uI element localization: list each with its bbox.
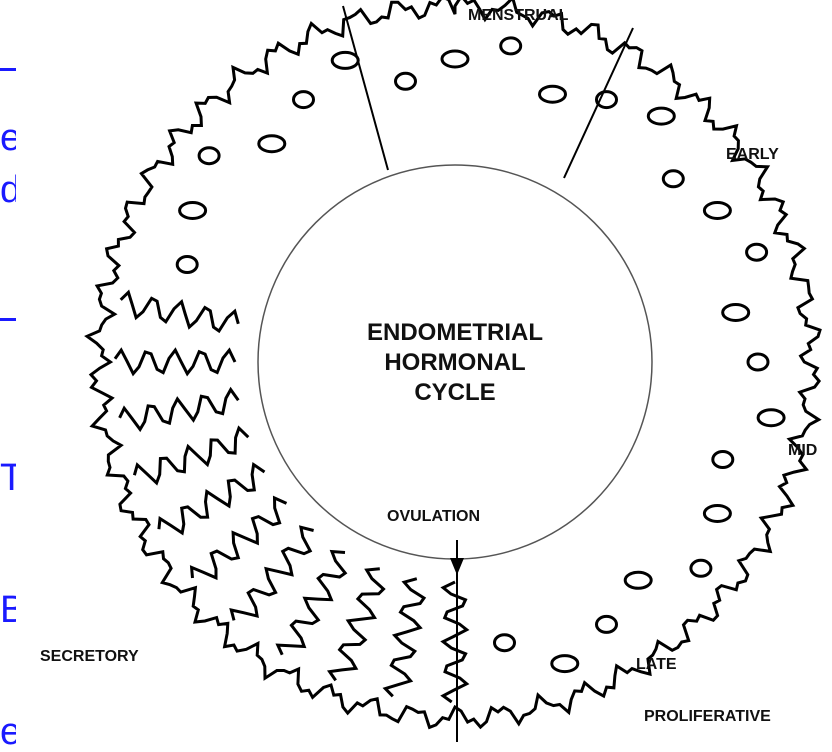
cropped-text-fragment-2: d <box>0 170 16 210</box>
proliferative-gland <box>552 656 578 672</box>
proliferative-gland <box>597 616 617 632</box>
proliferative-gland <box>713 452 733 468</box>
secretory-gland <box>159 465 265 533</box>
proliferative-gland <box>259 136 285 152</box>
secretory-gland <box>231 527 313 620</box>
proliferative-gland <box>442 51 468 67</box>
proliferative-gland <box>748 354 768 370</box>
menstrual-boundary-line-right <box>564 28 633 178</box>
proliferative-gland <box>723 305 749 321</box>
cropped-underline-1 <box>0 68 16 71</box>
proliferative-gland <box>332 52 358 68</box>
proliferative-gland <box>691 560 711 576</box>
cropped-text-fragment-4: B <box>0 590 16 630</box>
center-title-line-2: HORMONAL <box>330 348 580 378</box>
proliferative-gland <box>758 410 784 426</box>
proliferative-gland <box>199 148 219 164</box>
center-title: ENDOMETRIAL HORMONAL CYCLE <box>330 318 580 408</box>
proliferative-gland <box>294 92 314 108</box>
cropped-underline-2 <box>0 318 16 321</box>
menstrual-boundary-line-left <box>343 6 388 170</box>
secretory-gland <box>443 582 467 702</box>
secretory-gland <box>121 292 239 331</box>
proliferative-gland <box>663 171 683 187</box>
cropped-text-fragment-3: T <box>0 458 16 498</box>
secretory-gland <box>134 428 248 483</box>
proliferative-gland <box>177 257 197 273</box>
secretory-gland <box>385 579 424 697</box>
proliferative-gland <box>501 38 521 54</box>
secretory-gland <box>115 350 235 374</box>
label-menstrual: MENSTRUAL <box>468 7 568 25</box>
ovulation-arrowhead <box>450 558 464 575</box>
label-early: EARLY <box>726 146 779 164</box>
proliferative-gland <box>747 244 767 260</box>
label-secretory: SECRETORY <box>40 648 139 666</box>
center-title-line-1: ENDOMETRIAL <box>330 318 580 348</box>
proliferative-gland <box>396 73 416 89</box>
proliferative-gland <box>495 635 515 651</box>
label-ovulation: OVULATION <box>387 508 480 526</box>
label-late: LATE <box>636 656 677 674</box>
secretory-gland <box>278 552 345 655</box>
proliferative-gland <box>648 108 674 124</box>
proliferative-gland <box>540 86 566 102</box>
proliferative-gland <box>704 506 730 522</box>
proliferative-gland <box>180 203 206 219</box>
cropped-text-fragment-5: e <box>0 712 16 752</box>
secretory-gland <box>330 569 384 681</box>
proliferative-gland <box>704 203 730 219</box>
center-title-line-3: CYCLE <box>330 378 580 408</box>
secretory-gland <box>120 390 239 430</box>
proliferative-gland <box>625 572 651 588</box>
label-proliferative: PROLIFERATIVE <box>644 708 771 726</box>
label-mid: MID <box>788 442 817 460</box>
cropped-text-fragment-1: e <box>0 118 16 158</box>
